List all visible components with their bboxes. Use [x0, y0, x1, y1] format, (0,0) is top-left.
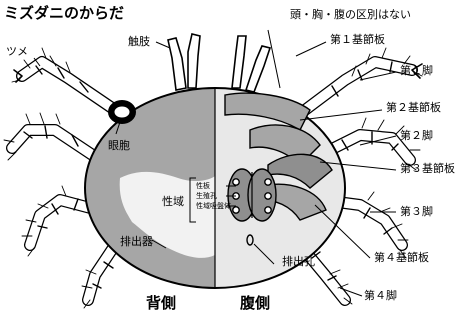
- label-leg1: 第１脚: [400, 65, 433, 77]
- label-ventral-side: 腹側: [240, 294, 270, 312]
- label-leg2: 第２脚: [400, 130, 433, 142]
- label-leg4: 第４脚: [364, 290, 397, 302]
- label-excretory-pore: 排出孔: [282, 256, 315, 268]
- label-genital-plate: 性板: [196, 182, 210, 190]
- label-palp: 触肢: [128, 36, 150, 48]
- label-leg3: 第３脚: [400, 206, 433, 218]
- label-genital-acetabula: 性域吸盤体: [196, 202, 231, 210]
- label-eye: 眼胞: [108, 140, 130, 152]
- label-genital-field: 性域: [162, 196, 184, 208]
- eye-spot: [108, 100, 136, 124]
- label-excretory-organ: 排出器: [120, 236, 153, 248]
- label-coxa1: 第１基節板: [330, 34, 385, 46]
- note-no-head-thorax-abdomen: 頭・胸・腹の区別はない: [290, 9, 411, 21]
- label-dorsal-side: 背側: [146, 294, 176, 312]
- label-genital-pore: 生殖孔: [196, 192, 217, 200]
- label-claw: ツメ: [6, 46, 28, 58]
- palps: [168, 34, 270, 92]
- label-coxa2: 第２基節板: [386, 102, 441, 114]
- label-coxa3: 第３基節板: [400, 163, 455, 175]
- genital-field-plates: [228, 169, 276, 221]
- label-coxa4: 第４基節板: [374, 252, 429, 264]
- diagram-title: ミズダニのからだ: [4, 4, 124, 22]
